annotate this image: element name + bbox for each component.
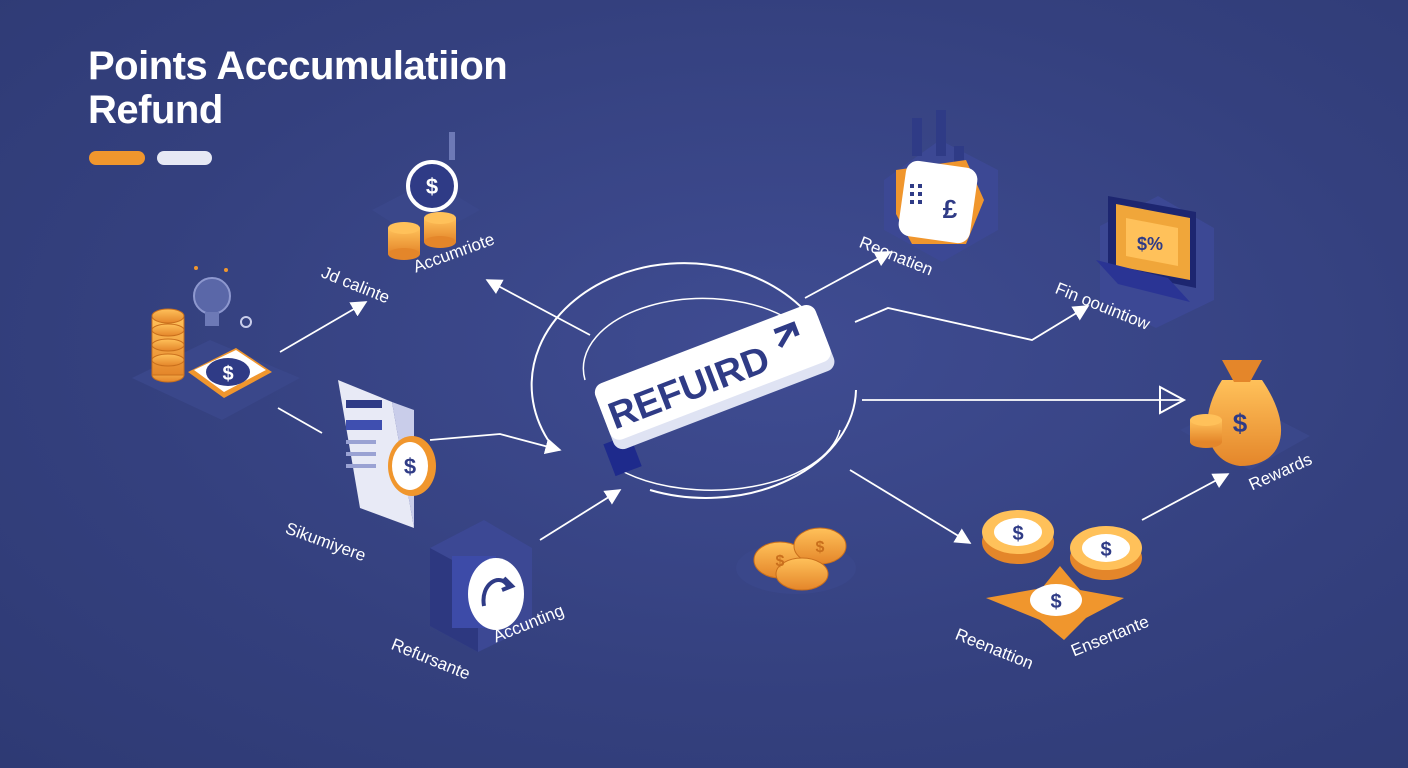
document-icon: $ xyxy=(338,380,436,528)
arrow-coins-to-accum xyxy=(279,301,368,353)
title-line-2: Refund xyxy=(88,88,223,132)
coin-icon: $ $ xyxy=(982,510,1142,580)
arrow-center-to-accum xyxy=(485,279,591,336)
accent-bar-orange xyxy=(89,151,145,165)
arrow-doc-to-center xyxy=(429,433,562,455)
center-rings xyxy=(530,262,857,499)
coin-pile-icon: $ $ xyxy=(736,527,856,594)
coin-stack-icon: $ xyxy=(132,308,300,420)
svg-text:$: $ xyxy=(222,363,233,385)
svg-text:$: $ xyxy=(1012,523,1023,545)
refresh-icon xyxy=(430,520,532,652)
svg-text:$: $ xyxy=(1100,539,1111,561)
star-badge-icon: $ xyxy=(986,566,1124,640)
connector-arrows xyxy=(277,251,1230,544)
cash-register-icon: £ xyxy=(884,110,998,262)
refund-banner xyxy=(594,305,835,477)
arrow-refresh-to-center xyxy=(539,489,622,541)
svg-text:$: $ xyxy=(1233,408,1248,438)
svg-text:$: $ xyxy=(1050,591,1061,613)
svg-text:$: $ xyxy=(426,174,438,199)
title-line-1: Points Acccumulatiion xyxy=(88,44,508,88)
svg-text:£: £ xyxy=(943,194,958,224)
arrow-coins-to-doc xyxy=(277,407,323,434)
arrow-to-money-bag xyxy=(1141,473,1230,521)
arrow-to-computer xyxy=(854,305,1090,341)
arrow-head-open xyxy=(1159,385,1187,415)
money-bag-icon: $ xyxy=(1180,360,1310,470)
laptop-icon: $% xyxy=(1096,196,1214,328)
accent-bar-white xyxy=(157,151,212,165)
arrow-center-down-right xyxy=(849,469,972,544)
svg-text:$: $ xyxy=(816,539,825,556)
svg-text:$: $ xyxy=(776,553,785,570)
arrow-center-to-register xyxy=(804,251,892,299)
dollar-coin-icon: $ xyxy=(372,132,480,260)
lightbulb-icon xyxy=(193,266,252,328)
page-title: Points Acccumulatiion Refund xyxy=(88,44,508,132)
svg-text:$: $ xyxy=(404,454,416,479)
svg-text:$%: $% xyxy=(1137,234,1163,254)
